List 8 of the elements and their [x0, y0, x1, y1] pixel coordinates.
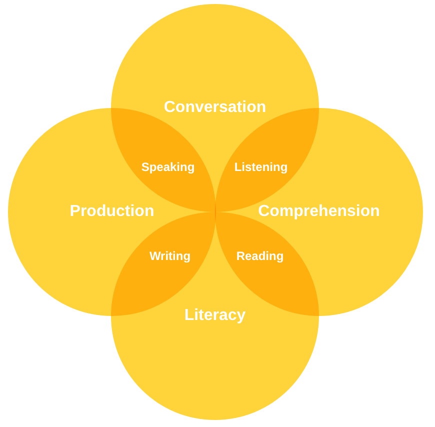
- overlap-label: Writing: [149, 250, 191, 264]
- overlap-label: Listening: [234, 161, 288, 175]
- category-label: Conversation: [164, 98, 266, 118]
- overlap-label: Speaking: [141, 161, 195, 175]
- category-label: Comprehension: [258, 202, 380, 222]
- overlap-label: Reading: [236, 250, 284, 264]
- category-label: Production: [70, 202, 154, 222]
- category-label: Literacy: [184, 306, 246, 326]
